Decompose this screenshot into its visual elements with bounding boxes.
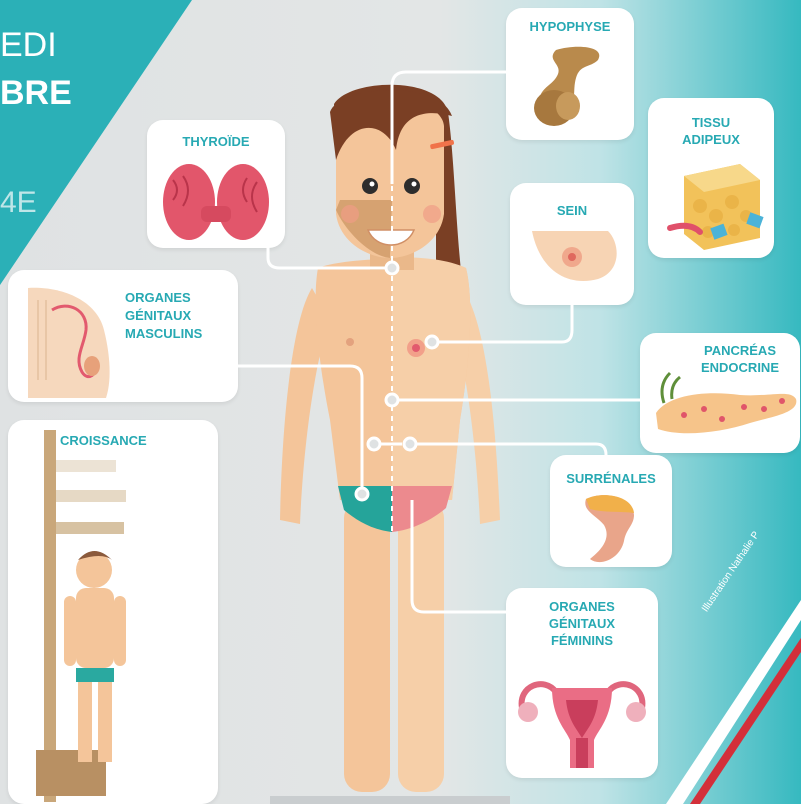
- connector-lines: [0, 0, 801, 804]
